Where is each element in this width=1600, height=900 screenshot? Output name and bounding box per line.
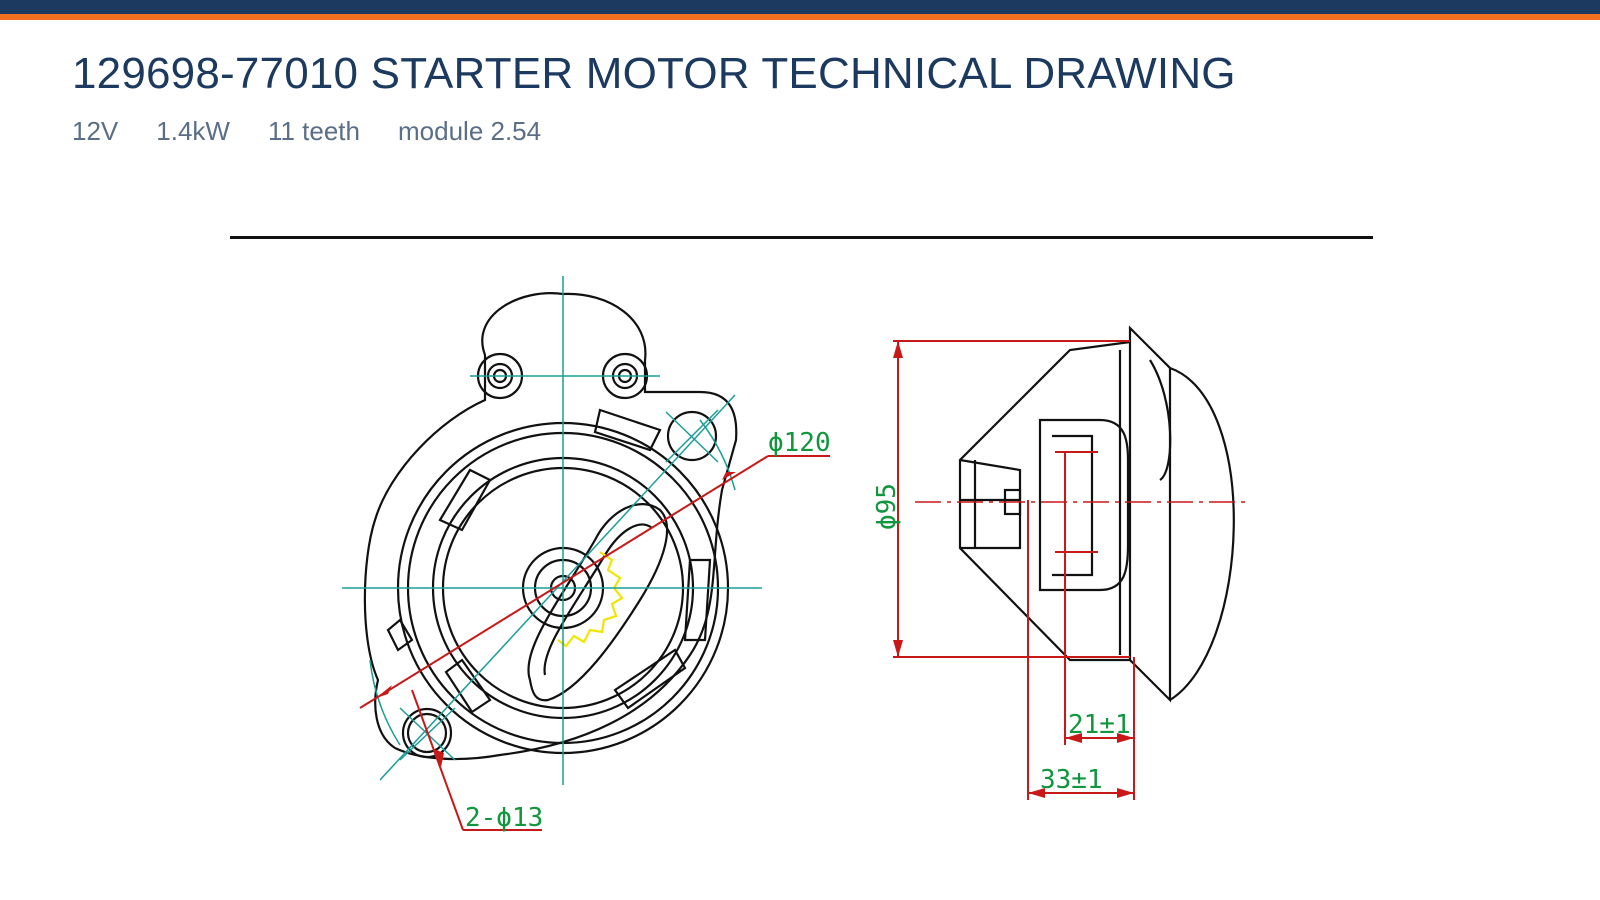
pilot-diameter-label: ϕ95	[872, 483, 902, 530]
pinion-gear	[557, 551, 624, 648]
vent-slot	[613, 648, 687, 710]
upper-hole-cross	[665, 409, 719, 463]
page-title: 129698-77010 STARTER MOTOR TECHNICAL DRA…	[72, 49, 1236, 98]
housing-dome	[1169, 366, 1235, 701]
spec-teeth: 11 teeth	[267, 116, 360, 146]
dimension-arrow	[1117, 788, 1134, 798]
pinion-housing-inner	[1052, 434, 1094, 577]
mounting-hole-lower-left	[401, 707, 453, 759]
spec-voltage: 12V	[72, 116, 119, 146]
side-view: ϕ95 21±1 33±1	[872, 325, 1245, 800]
side-view-outline	[958, 325, 1235, 703]
pinion-recess-inner	[543, 523, 653, 676]
pilot-nose	[958, 340, 1131, 662]
front-view-centerlines	[342, 276, 762, 785]
mounting-hole-lower-left-inner	[406, 712, 448, 754]
spec-module: module 2.54	[398, 116, 542, 146]
housing-dome-inner	[1149, 359, 1172, 481]
front-view-outline	[363, 292, 738, 761]
pinion-recess	[527, 503, 669, 702]
mounting-hole-upper-right	[666, 410, 718, 462]
diagonal-centerline	[379, 394, 736, 781]
header-bar	[0, 0, 1600, 14]
flange-contour	[363, 292, 738, 761]
dimension-arrow	[1117, 733, 1134, 743]
spec-power: 1.4kW	[156, 116, 230, 146]
dimension-arrow	[376, 685, 392, 698]
pinion-housing	[1038, 418, 1130, 592]
flange-diameter-dimension-line	[359, 455, 769, 709]
vent-slot	[444, 658, 492, 714]
bolt-circle-arc	[699, 419, 736, 491]
side-view-dimensions	[893, 340, 1135, 800]
front-view: ϕ120 2-ϕ13	[342, 276, 831, 833]
bolt-hole-leader	[411, 689, 464, 831]
vent-slot	[683, 558, 712, 642]
flange-diameter-label: ϕ120	[768, 428, 831, 458]
section-divider	[230, 236, 1373, 239]
front-view-dimensions	[359, 455, 830, 831]
vent-slot	[593, 408, 662, 452]
dimension-arrow	[1028, 788, 1045, 798]
vent-slot	[438, 468, 492, 532]
bolt-circle-arc	[369, 659, 401, 746]
spec-list: 12V 1.4kW 11 teeth module 2.54	[72, 116, 541, 146]
bolt-holes-label: 2-ϕ13	[465, 803, 543, 833]
dimension-arrow	[434, 749, 444, 767]
pinion-length-label: 33±1	[1040, 765, 1103, 795]
header-accent-stripe	[0, 14, 1600, 20]
dimension-arrow	[1065, 733, 1082, 743]
pinion-offset-label: 21±1	[1068, 710, 1131, 740]
dimension-arrow	[893, 341, 903, 358]
dimension-arrow	[722, 472, 736, 480]
vent-slot	[386, 618, 414, 652]
pinion-side	[959, 458, 1022, 550]
dimension-arrow	[893, 640, 903, 657]
flange-plate	[1128, 325, 1172, 703]
